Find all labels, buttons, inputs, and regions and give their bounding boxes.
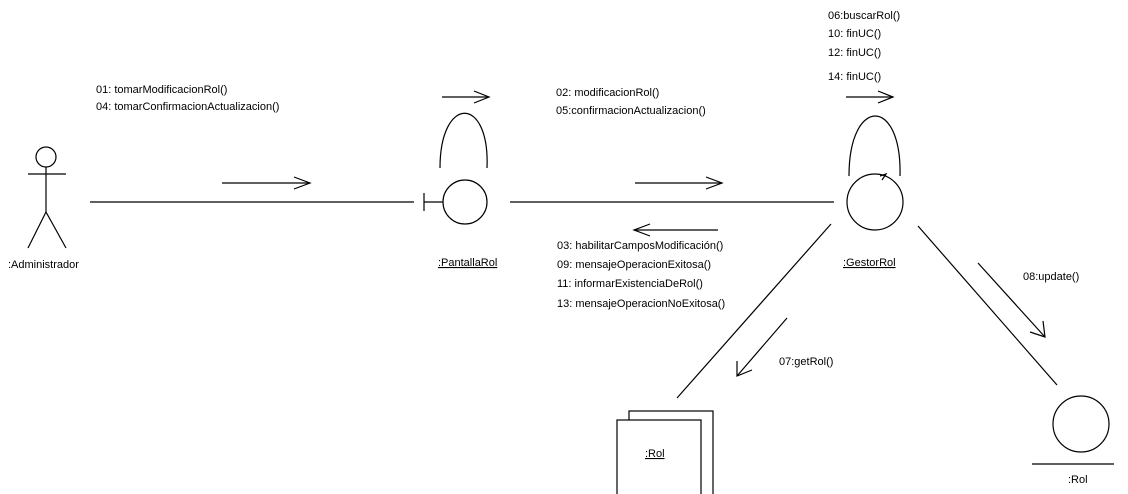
msg-gestor-13: 13: mensajeOperacionNoExitosa() xyxy=(557,298,725,310)
actor-head xyxy=(35,146,57,168)
actor-label: :Administrador xyxy=(8,259,79,271)
link-gestor-rol-entity xyxy=(917,225,1058,386)
arrow-getrol-head xyxy=(736,361,753,377)
msg-gestor-10: 10: finUC() xyxy=(828,28,881,40)
gestor-label: :GestorRol xyxy=(843,257,896,269)
arrow-update-shaft xyxy=(977,262,1046,338)
msg-pantalla-05: 05:confirmacionActualizacion() xyxy=(556,105,706,117)
actor-right-leg xyxy=(45,211,67,249)
msg-gestor-09: 09: mensajeOperacionExitosa() xyxy=(557,259,711,271)
arrow-pantalla-to-gestor-head xyxy=(705,176,724,190)
rol-entity-label: :Rol xyxy=(1068,474,1088,486)
pantalla-self-arrow-head xyxy=(473,90,491,104)
msg-gestor-12: 12: finUC() xyxy=(828,47,881,59)
pantalla-label: :PantallaRol xyxy=(438,257,497,269)
msg-gestor-07: 07:getRol() xyxy=(779,356,833,368)
arrow-update-head xyxy=(1029,320,1046,338)
pantalla-self-loop xyxy=(439,112,488,169)
msg-gestor-14: 14: finUC() xyxy=(828,71,881,83)
boundary-circle xyxy=(442,179,488,225)
gestor-self-loop xyxy=(848,115,901,177)
arrow-gestor-to-pantalla-head xyxy=(632,223,651,237)
arrow-actor-to-pantalla-head xyxy=(293,176,312,190)
msg-actor-04: 04: tomarConfirmacionActualizacion() xyxy=(96,101,279,113)
msg-gestor-03: 03: habilitarCamposModificación() xyxy=(557,240,723,252)
control-arrowhead xyxy=(879,172,888,181)
arrow-getrol-shaft xyxy=(736,317,788,377)
actor-left-leg xyxy=(27,211,47,249)
boundary-pantallarol[interactable] xyxy=(423,179,488,225)
msg-gestor-06: 06:buscarRol() xyxy=(828,10,900,22)
control-circle xyxy=(846,173,904,231)
msg-gestor-11: 11: informarExistenciaDeRol() xyxy=(557,278,703,290)
actor-administrador[interactable] xyxy=(27,146,67,249)
control-gestorrol[interactable] xyxy=(846,172,904,231)
link-gestor-rol-collection xyxy=(676,223,832,399)
entity-rol[interactable] xyxy=(1032,395,1114,465)
gestor-self-arrow-head xyxy=(877,90,895,104)
msg-gestor-08: 08:update() xyxy=(1023,271,1079,283)
rol-collection-label: :Rol xyxy=(645,448,665,460)
entity-circle xyxy=(1052,395,1110,453)
msg-actor-01: 01: tomarModificacionRol() xyxy=(96,84,227,96)
multiobject-front-sheet xyxy=(616,419,702,494)
msg-pantalla-02: 02: modificacionRol() xyxy=(556,87,659,99)
multiobject-rol[interactable] xyxy=(616,410,714,494)
